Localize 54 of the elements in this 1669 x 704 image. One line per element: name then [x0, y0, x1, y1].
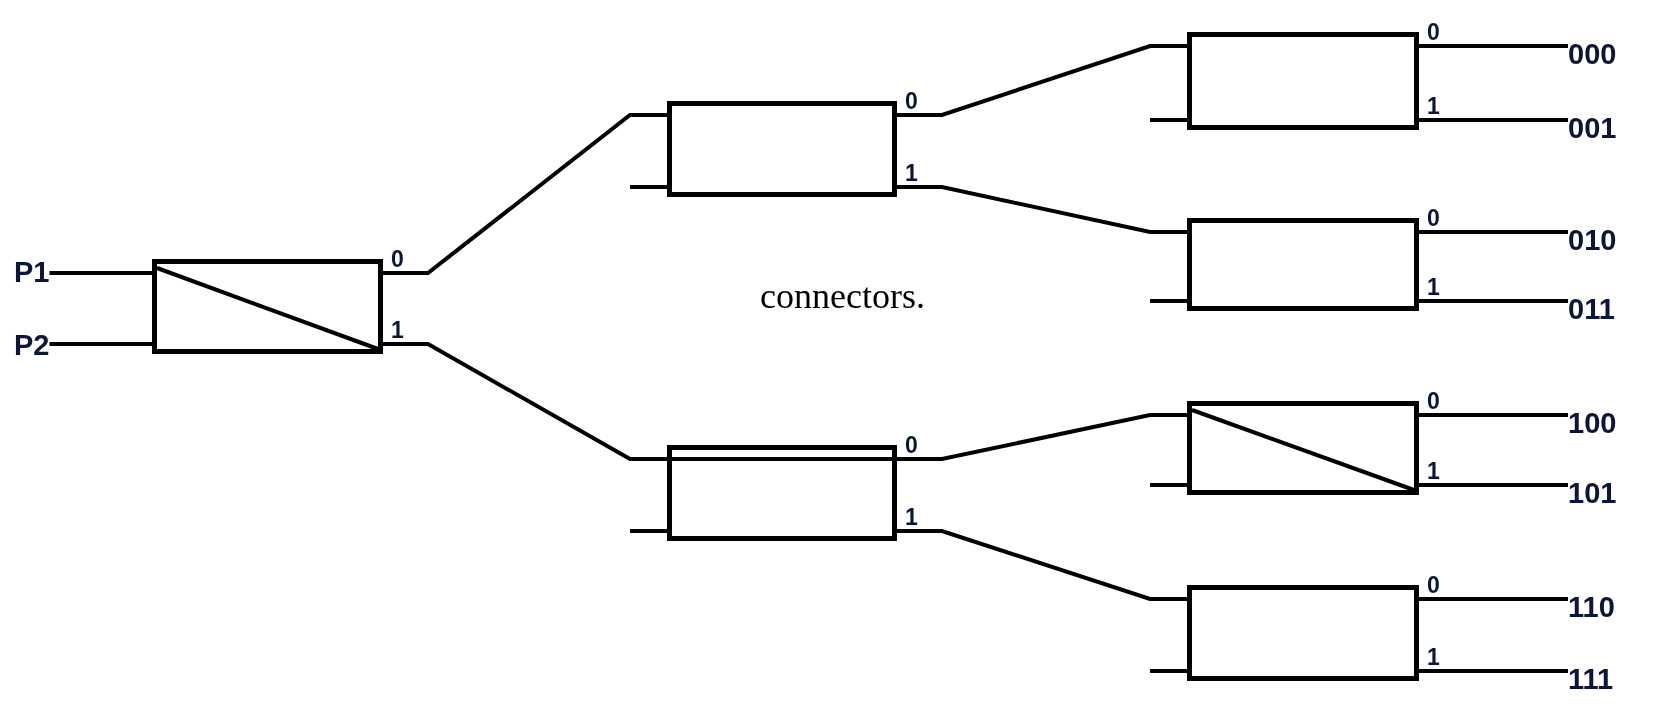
- wire: [630, 529, 667, 533]
- switch-box: [667, 101, 897, 197]
- wire: [49, 342, 152, 346]
- wire: [1419, 118, 1568, 122]
- port-label: 1: [1427, 645, 1440, 669]
- port-label: 0: [1427, 389, 1440, 413]
- terminal-label: 011: [1568, 293, 1615, 325]
- port-label: 1: [1427, 459, 1440, 483]
- terminal-label: P1: [14, 256, 50, 288]
- wire: [1419, 483, 1568, 487]
- wire: [1419, 299, 1568, 303]
- wire: [1419, 44, 1568, 48]
- port-label: 0: [1427, 206, 1440, 230]
- terminal-label: 001: [1568, 112, 1617, 144]
- wire: [897, 413, 1187, 461]
- port-label: 0: [391, 247, 404, 271]
- port-label: 0: [1427, 20, 1440, 44]
- switch-box: [1187, 585, 1419, 681]
- wire: [897, 529, 1187, 601]
- port-label: 1: [1427, 275, 1440, 299]
- wire: [1419, 597, 1568, 601]
- wire: [1150, 669, 1187, 673]
- wire: [897, 185, 1187, 234]
- switch-box: [1187, 218, 1419, 311]
- port-label: 1: [1427, 94, 1440, 118]
- switch-box: [667, 445, 897, 541]
- wire: [383, 342, 667, 461]
- wire: [630, 185, 667, 189]
- wire: [1419, 669, 1568, 673]
- terminal-label: P2: [14, 329, 50, 361]
- note-text: connectors.: [760, 276, 925, 316]
- terminal-label: 110: [1568, 591, 1615, 623]
- wire: [1150, 483, 1187, 487]
- terminal-label: 111: [1568, 663, 1614, 695]
- wire: [383, 113, 667, 275]
- port-label: 1: [905, 505, 918, 529]
- port-label: 1: [391, 318, 404, 342]
- port-label: 0: [1427, 573, 1440, 597]
- wire: [1419, 230, 1568, 234]
- port-label: 0: [905, 433, 918, 457]
- wire: [897, 44, 1187, 117]
- wire: [49, 271, 152, 275]
- terminal-label: 010: [1568, 224, 1617, 256]
- switch-box: [1187, 401, 1419, 495]
- port-label: 0: [905, 89, 918, 113]
- wire: [1419, 413, 1568, 417]
- terminal-label: 100: [1568, 407, 1617, 439]
- terminal-label: 101: [1568, 477, 1617, 509]
- wire: [1150, 118, 1187, 122]
- switch-box: [152, 259, 383, 354]
- wire: [1150, 299, 1187, 303]
- terminal-label: 000: [1568, 38, 1617, 70]
- port-label: 1: [905, 161, 918, 185]
- switch-box: [1187, 32, 1419, 130]
